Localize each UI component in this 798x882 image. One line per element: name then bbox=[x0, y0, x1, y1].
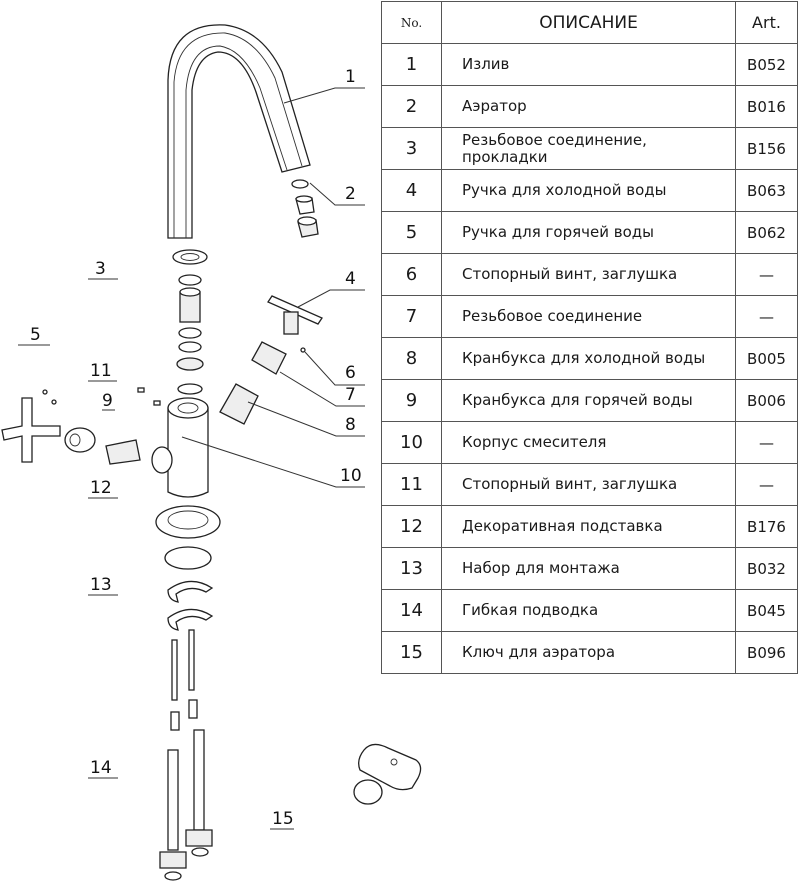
row-description: Резьбовое соединение, прокладки bbox=[441, 127, 736, 170]
row-art: B052 bbox=[735, 43, 798, 86]
part-hot-cartridge bbox=[105, 439, 141, 465]
row-description: Стопорный винт, заглушка bbox=[441, 253, 736, 296]
row-no: 11 bbox=[381, 463, 442, 506]
callout-9: 9 bbox=[102, 391, 113, 411]
row-no: 8 bbox=[381, 337, 442, 380]
row-art: — bbox=[735, 463, 798, 506]
row-description: Гибкая подводка bbox=[441, 589, 736, 632]
header-description: ОПИСАНИЕ bbox=[441, 1, 736, 44]
row-art: — bbox=[735, 253, 798, 296]
row-description: Стопорный винт, заглушка bbox=[441, 463, 736, 506]
part-screw bbox=[300, 347, 306, 353]
callout-3: 3 bbox=[95, 259, 106, 279]
row-art: — bbox=[735, 421, 798, 464]
row-art: B096 bbox=[735, 631, 798, 674]
row-description: Корпус смесителя bbox=[441, 421, 736, 464]
part-cold-cartridge bbox=[219, 383, 259, 425]
part-threaded-connection-7 bbox=[251, 341, 287, 375]
callout-11: 11 bbox=[90, 361, 112, 381]
row-no: 10 bbox=[381, 421, 442, 464]
row-description: Ключ для аэратора bbox=[441, 631, 736, 674]
part-mixer-body bbox=[151, 397, 209, 498]
row-description: Кранбукса для холодной воды bbox=[441, 337, 736, 380]
row-art: B032 bbox=[735, 547, 798, 590]
callout-5: 5 bbox=[30, 325, 41, 345]
header-no: No. bbox=[381, 1, 442, 44]
row-description: Ручка для горячей воды bbox=[441, 211, 736, 254]
row-no: 3 bbox=[381, 127, 442, 170]
callout-8: 8 bbox=[345, 415, 356, 435]
callout-12: 12 bbox=[90, 478, 112, 498]
callout-2: 2 bbox=[345, 184, 356, 204]
callout-10: 10 bbox=[340, 466, 362, 486]
row-description: Кранбукса для горячей воды bbox=[441, 379, 736, 422]
row-no: 1 bbox=[381, 43, 442, 86]
part-hot-handle bbox=[1, 389, 96, 463]
part-flexible-hoses bbox=[159, 729, 213, 881]
row-art: B045 bbox=[735, 589, 798, 632]
row-no: 13 bbox=[381, 547, 442, 590]
row-description: Аэратор bbox=[441, 85, 736, 128]
row-no: 2 bbox=[381, 85, 442, 128]
row-description: Набор для монтажа bbox=[441, 547, 736, 590]
row-no: 15 bbox=[381, 631, 442, 674]
row-art: — bbox=[735, 295, 798, 338]
part-spout bbox=[167, 24, 311, 239]
row-no: 4 bbox=[381, 169, 442, 212]
callout-4: 4 bbox=[345, 269, 356, 289]
row-art: B005 bbox=[735, 337, 798, 380]
part-decorative-base bbox=[155, 505, 221, 539]
row-art: B063 bbox=[735, 169, 798, 212]
part-aerator-key bbox=[353, 743, 422, 805]
header-art: Art. bbox=[735, 1, 798, 44]
row-no: 14 bbox=[381, 589, 442, 632]
table-header-row: No. ОПИСАНИЕ Art. bbox=[381, 1, 798, 44]
part-screws-11 bbox=[137, 387, 161, 406]
row-art: B156 bbox=[735, 127, 798, 170]
row-description: Ручка для холодной воды bbox=[441, 169, 736, 212]
callout-15: 15 bbox=[272, 809, 294, 829]
row-no: 5 bbox=[381, 211, 442, 254]
row-no: 12 bbox=[381, 505, 442, 548]
part-cold-handle bbox=[267, 295, 323, 335]
row-no: 7 bbox=[381, 295, 442, 338]
row-art: B016 bbox=[735, 85, 798, 128]
row-description: Декоративная подставка bbox=[441, 505, 736, 548]
callout-labels: 1 2 3 4 5 6 7 8 9 10 11 12 13 14 15 bbox=[30, 67, 362, 829]
row-art: B062 bbox=[735, 211, 798, 254]
row-description: Резьбовое соединение bbox=[441, 295, 736, 338]
row-no: 6 bbox=[381, 253, 442, 296]
callout-7: 7 bbox=[345, 385, 356, 405]
part-aerator bbox=[291, 179, 319, 238]
part-mounting-kit bbox=[164, 546, 214, 731]
callout-14: 14 bbox=[90, 758, 112, 778]
row-art: B006 bbox=[735, 379, 798, 422]
callout-6: 6 bbox=[345, 363, 356, 383]
callout-1: 1 bbox=[345, 67, 356, 87]
row-art: B176 bbox=[735, 505, 798, 548]
part-threaded-connection bbox=[172, 249, 208, 395]
callout-13: 13 bbox=[90, 575, 112, 595]
row-no: 9 bbox=[381, 379, 442, 422]
leader-lines bbox=[18, 87, 365, 830]
row-description: Излив bbox=[441, 43, 736, 86]
